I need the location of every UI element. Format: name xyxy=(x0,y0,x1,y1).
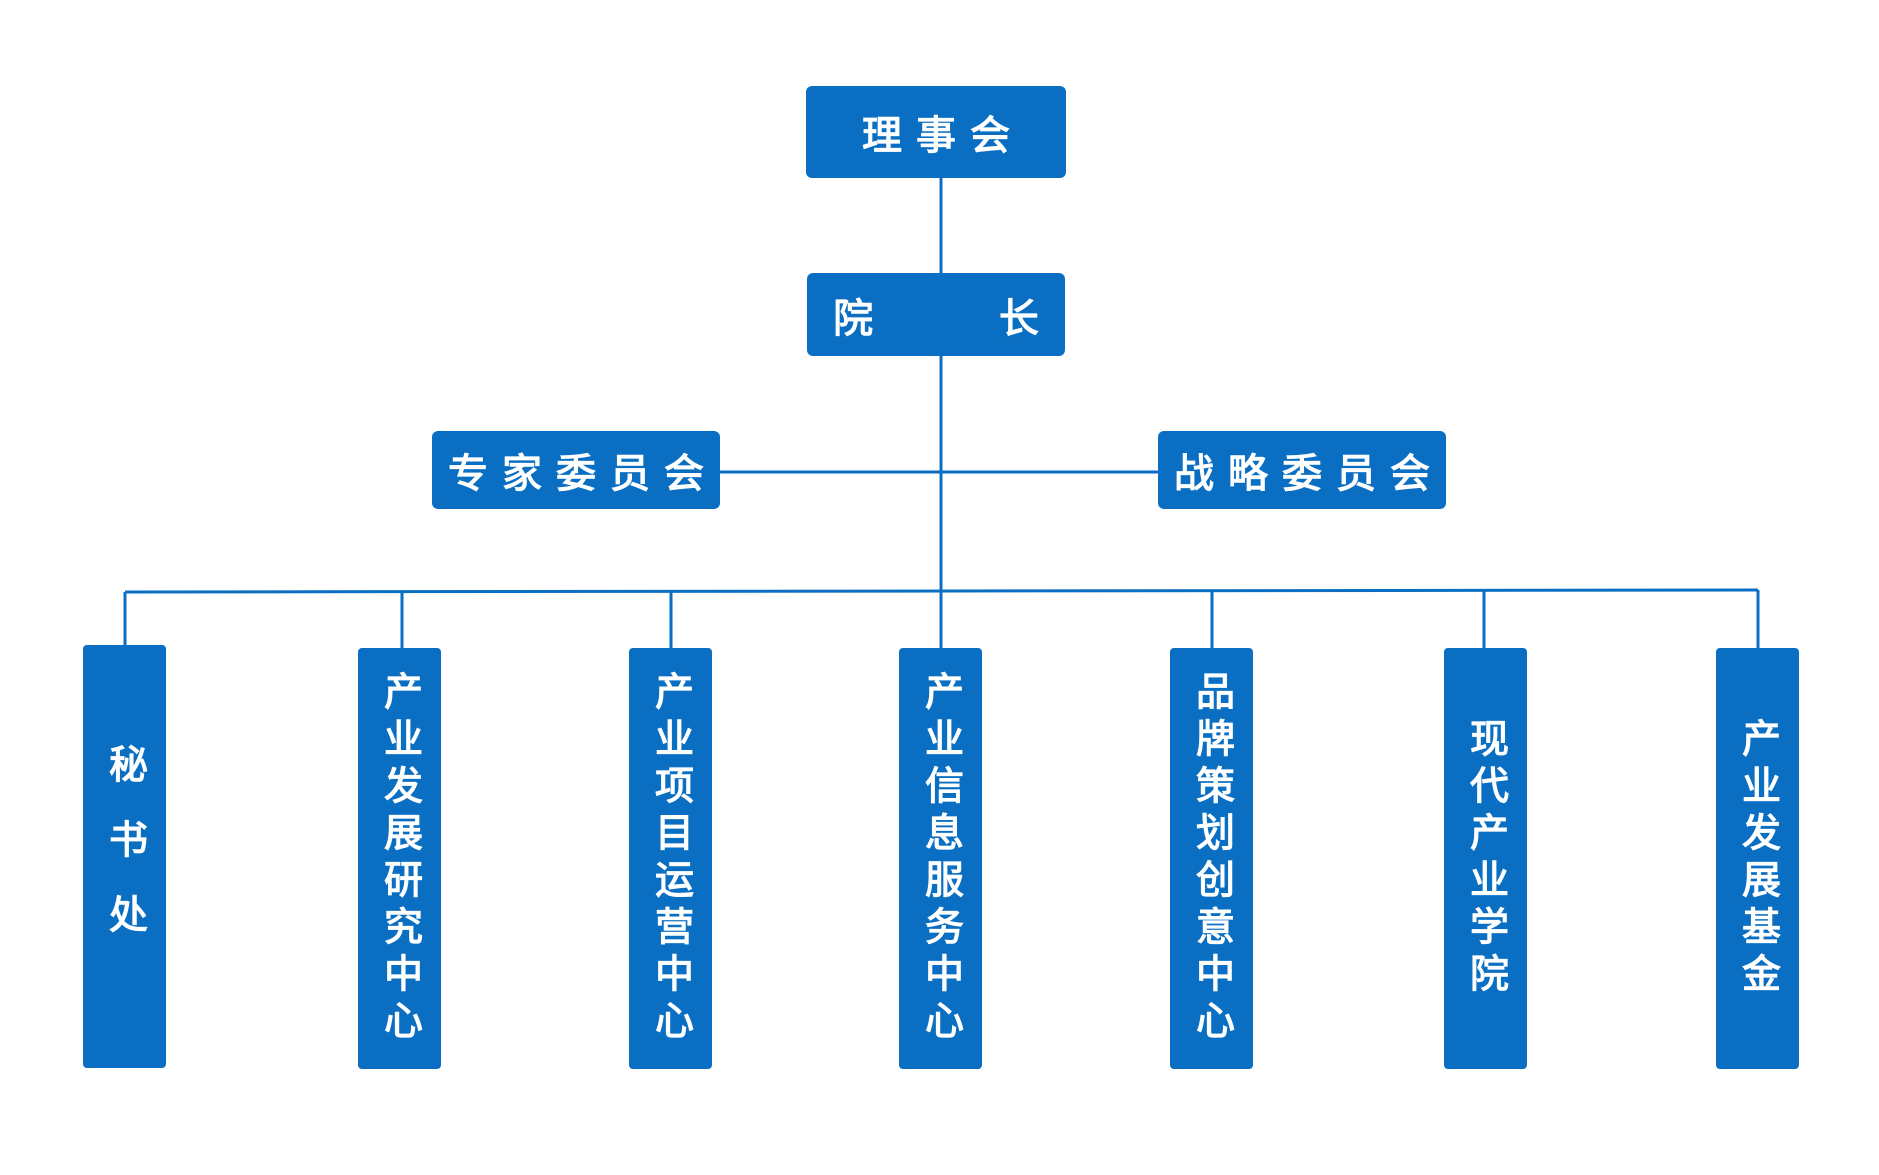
department-label: 产业信息服务中心 xyxy=(918,670,964,1047)
expert-committee-box: 专家委员会 xyxy=(432,431,720,509)
president-box: 院 长 xyxy=(807,273,1065,356)
department-secretariat: 秘书处 xyxy=(83,645,166,1068)
president-label: 院 长 xyxy=(833,295,1053,342)
department-label: 产业发展研究中心 xyxy=(377,670,423,1047)
department-industry-research: 产业发展研究中心 xyxy=(358,648,441,1069)
department-label: 秘书处 xyxy=(102,744,148,969)
department-label: 现代产业学院 xyxy=(1463,717,1509,1000)
department-brand-planning: 品牌策划创意中心 xyxy=(1170,648,1253,1069)
department-label: 品牌策划创意中心 xyxy=(1189,670,1235,1047)
department-label: 产业发展基金 xyxy=(1735,717,1781,1000)
strategy-committee-label: 战略委员会 xyxy=(1174,451,1444,497)
board-label: 理事会 xyxy=(862,113,1024,159)
department-project-operation: 产业项目运营中心 xyxy=(629,648,712,1069)
department-information-service: 产业信息服务中心 xyxy=(899,648,982,1069)
department-modern-industry-college: 现代产业学院 xyxy=(1444,648,1527,1069)
expert-committee-label: 专家委员会 xyxy=(448,451,718,497)
board-box: 理事会 xyxy=(806,86,1066,178)
department-development-fund: 产业发展基金 xyxy=(1716,648,1799,1069)
strategy-committee-box: 战略委员会 xyxy=(1158,431,1446,509)
department-label: 产业项目运营中心 xyxy=(648,670,694,1047)
